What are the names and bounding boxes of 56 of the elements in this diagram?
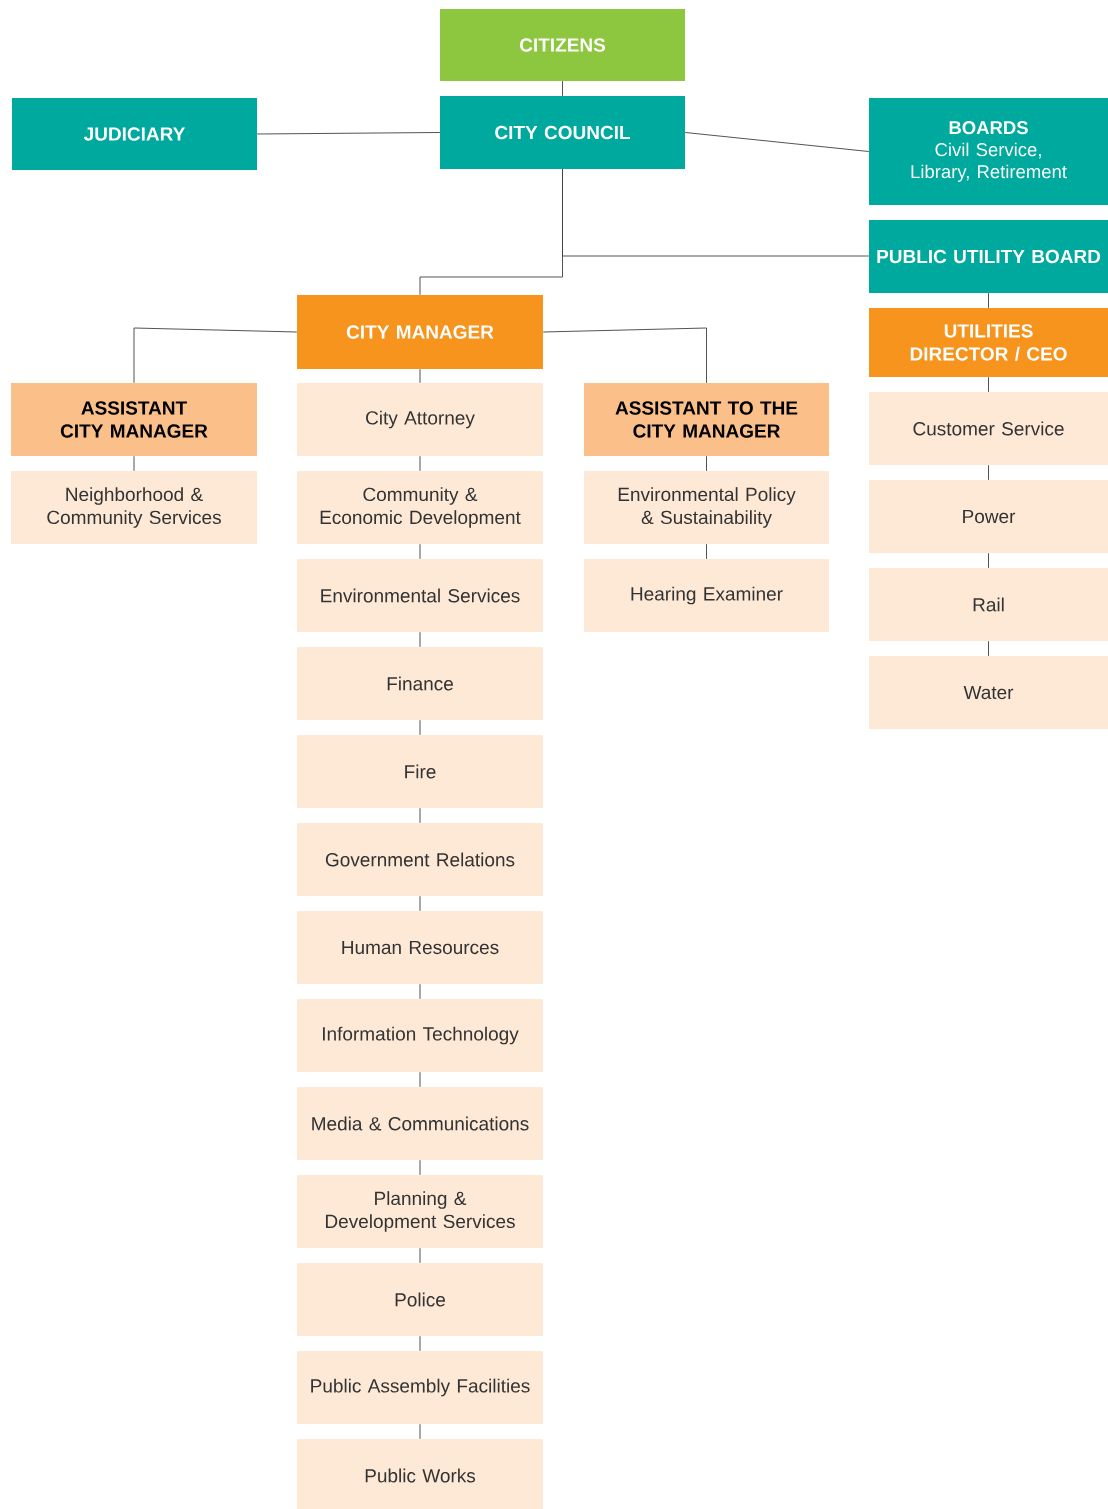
connector-line — [133, 455, 135, 472]
connector-line — [988, 552, 989, 569]
department-box: Media & Communications — [297, 1087, 543, 1160]
department-box: Customer Service — [869, 392, 1108, 465]
department-box: Planning & Development Services — [297, 1175, 543, 1248]
department-box: Finance — [297, 647, 543, 720]
header-box: PUBLIC UTILITY BOARD — [869, 220, 1108, 293]
connector-line — [542, 327, 707, 384]
connector-line — [419, 543, 421, 560]
connector-line — [419, 807, 421, 824]
department-box: Environmental Services — [297, 559, 543, 632]
department-box: Community & Economic Development — [297, 471, 543, 544]
department-box: Police — [297, 1263, 543, 1336]
department-box: Information Technology — [297, 999, 543, 1072]
connector-line — [562, 80, 563, 97]
connector-line — [988, 292, 989, 309]
connector-line — [988, 376, 989, 393]
connector-line — [133, 327, 298, 384]
connector-line — [684, 132, 870, 152]
department-box: Government Relations — [297, 823, 543, 896]
department-box: Rail — [869, 568, 1108, 641]
department-box: Environmental Policy & Sustainability — [584, 471, 829, 544]
header-box: ASSISTANT CITY MANAGER — [11, 383, 257, 456]
department-box: Fire — [297, 735, 543, 808]
connector-line — [419, 631, 421, 648]
department-box: Public Assembly Facilities — [297, 1351, 543, 1424]
connector-line — [706, 455, 707, 472]
connector-line — [988, 464, 989, 481]
connector-line — [419, 983, 421, 1000]
connector-line — [706, 543, 707, 560]
connector-line — [419, 168, 563, 296]
header-box: CITY MANAGER — [297, 295, 543, 369]
connector-line — [419, 1335, 421, 1352]
connector-line — [419, 1247, 421, 1264]
header-box: BOARDS Civil Service, Library, Retirement — [869, 98, 1108, 205]
department-box: Neighborhood & Community Services — [11, 471, 257, 544]
connector-line — [256, 132, 441, 135]
department-box: Power — [869, 480, 1108, 553]
department-box: Public Works — [297, 1439, 543, 1509]
connector-line — [988, 640, 989, 657]
department-box: City Attorney — [297, 383, 543, 456]
connector-line — [419, 455, 421, 472]
connector-line — [419, 719, 421, 736]
connector-line — [419, 1423, 421, 1440]
header-box: CITIZENS — [440, 9, 685, 81]
connector-line — [419, 895, 421, 912]
connector-line — [419, 1159, 421, 1176]
department-box: Water — [869, 656, 1108, 729]
department-box: Hearing Examiner — [584, 559, 829, 632]
header-box: JUDICIARY — [12, 98, 257, 170]
header-box: UTILITIES DIRECTOR / CEO — [869, 308, 1108, 377]
header-box: CITY COUNCIL — [440, 96, 685, 169]
department-box: Human Resources — [297, 911, 543, 984]
connector-line — [419, 1071, 421, 1088]
connector-line — [419, 368, 421, 384]
header-box: ASSISTANT TO THE CITY MANAGER — [584, 383, 829, 456]
